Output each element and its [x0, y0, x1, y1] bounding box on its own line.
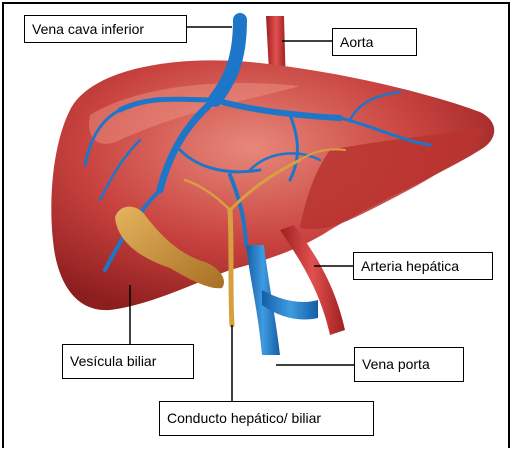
label-vesicula-biliar: Vesícula biliar — [62, 344, 194, 379]
label-vena-cava-inferior: Vena cava inferior — [24, 15, 187, 43]
label-arteria-hepatica: Arteria hepática — [353, 252, 493, 280]
label-conducto-hepatico-biliar: Conducto hepático/ biliar — [159, 401, 374, 436]
label-aorta: Aorta — [332, 28, 417, 56]
label-vena-porta: Vena porta — [354, 347, 464, 382]
